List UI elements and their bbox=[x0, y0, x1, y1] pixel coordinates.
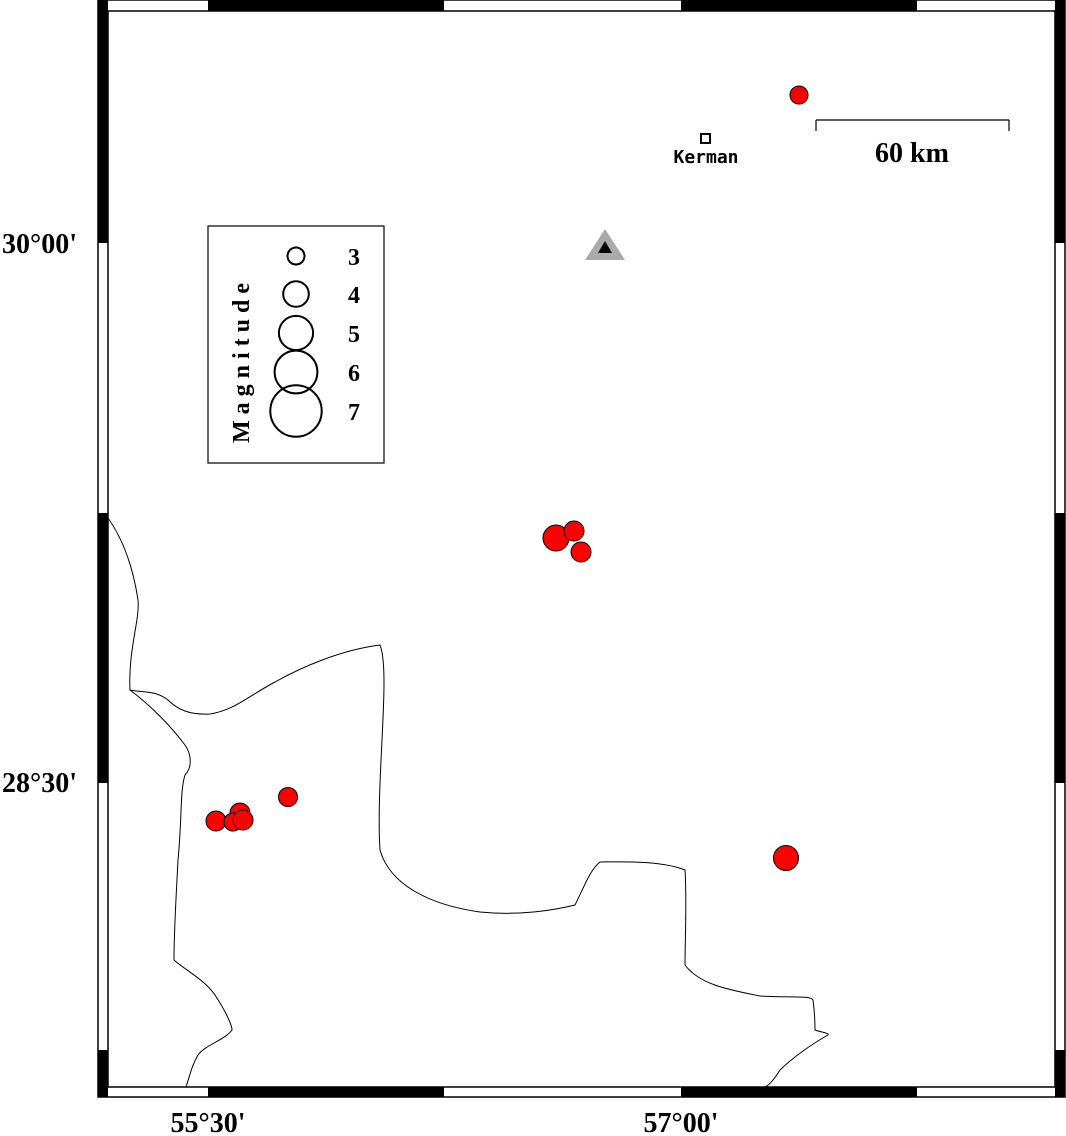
magnitude-legend: Magnitude 3 4 5 6 7 bbox=[207, 225, 385, 464]
legend-symbol-4 bbox=[282, 280, 310, 308]
boundary-line bbox=[129, 689, 233, 1088]
legend-symbol-6 bbox=[273, 349, 319, 395]
station-marker bbox=[585, 229, 625, 260]
scale-bar-label: 60 km bbox=[875, 138, 949, 169]
square-icon bbox=[700, 133, 711, 144]
event-circle bbox=[205, 810, 227, 832]
lon-label-55-30: 55°30' bbox=[171, 1108, 246, 1136]
legend-label-4: 4 bbox=[348, 283, 360, 309]
legend-symbol-7 bbox=[269, 384, 323, 438]
city-label: Kerman bbox=[673, 147, 738, 168]
legend-symbol-3 bbox=[286, 246, 306, 266]
legend-label-5: 5 bbox=[348, 322, 360, 348]
event-circle bbox=[570, 541, 592, 563]
earthquake-events bbox=[205, 85, 809, 871]
event-circle bbox=[789, 85, 809, 105]
event-circle bbox=[278, 787, 298, 807]
lat-label-28-30: 28°30' bbox=[2, 768, 77, 799]
boundary-line bbox=[107, 517, 829, 1088]
legend-title: Magnitude bbox=[229, 277, 255, 443]
scale-bar: 60 km bbox=[815, 119, 1010, 169]
event-circle bbox=[773, 845, 799, 871]
legend-label-6: 6 bbox=[348, 361, 360, 387]
event-circle bbox=[563, 520, 585, 542]
legend-label-7: 7 bbox=[348, 400, 360, 426]
city-kerman: Kerman bbox=[673, 133, 739, 168]
event-circle bbox=[232, 809, 254, 831]
legend-label-3: 3 bbox=[348, 245, 360, 271]
lon-label-57-00: 57°00' bbox=[644, 1108, 719, 1136]
lat-label-30-00: 30°00' bbox=[2, 229, 77, 260]
